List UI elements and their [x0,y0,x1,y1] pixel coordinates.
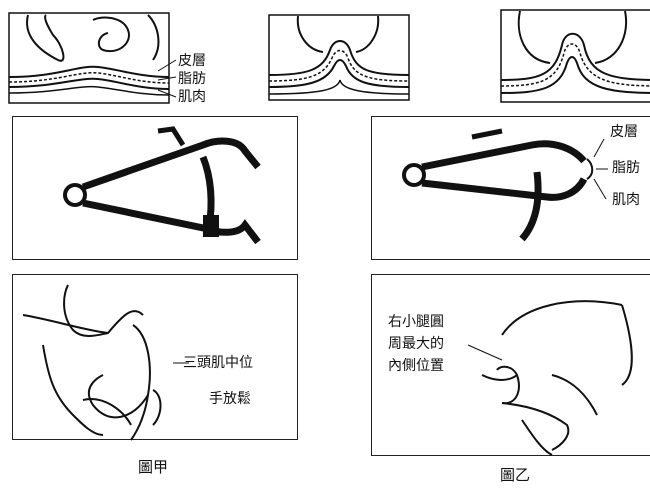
label-skin: 皮層 [178,53,206,69]
calf-site-label-1: 右小腿圓 [388,314,444,330]
leg-illustration [481,300,633,456]
caliper-box-left [12,116,298,260]
caption-figure-a: 圖甲 [138,458,169,476]
triceps-site-label: 三頭肌中位 [183,355,253,371]
label-muscle: 肌肉 [178,89,206,105]
caliper-box-right: 皮層 脂肪 肌肉 [371,116,650,260]
caliper-icon [63,126,261,245]
calf-site-label-3: 內側位置 [388,358,444,374]
caliper-pinching-icon [402,128,594,242]
label-muscle-right: 肌肉 [612,192,640,208]
label-fat: 脂肪 [178,71,206,87]
arm-illustration [22,284,162,441]
calf-site-box: 右小腿圓 周最大的 內側位置 [371,274,650,456]
caption-figure-b: 圖乙 [500,466,531,484]
label-skin-right: 皮層 [610,124,638,140]
calf-site-label-2: 周最大的 [388,336,444,352]
hand-relaxed-label: 手放鬆 [209,391,251,407]
label-fat-right: 脂肪 [612,160,640,176]
triceps-site-box: 三頭肌中位 手放鬆 [12,274,298,441]
